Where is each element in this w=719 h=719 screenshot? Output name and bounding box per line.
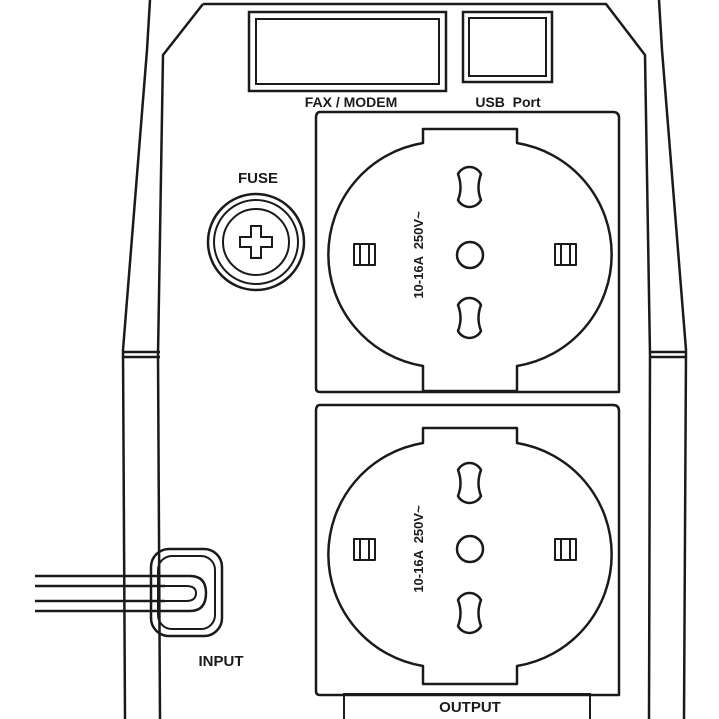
socket-lower-rating: 10-16A 250V~ bbox=[411, 505, 426, 593]
output-label-bar bbox=[343, 693, 591, 719]
usb-port[interactable] bbox=[461, 10, 554, 84]
socket-lower-pin-hole-bottom bbox=[456, 591, 483, 635]
fuse-label: FUSE bbox=[238, 170, 278, 187]
usb-port-label: USB Port bbox=[475, 94, 541, 110]
socket-lower-face bbox=[327, 426, 613, 686]
input-label: INPUT bbox=[199, 653, 244, 670]
output-label: OUTPUT bbox=[439, 699, 501, 716]
casing-outer-left bbox=[121, 0, 152, 719]
cord-strain-relief bbox=[165, 574, 208, 613]
socket-upper-center-hole bbox=[455, 240, 485, 270]
casing bbox=[121, 0, 688, 719]
casing-seam-right bbox=[650, 350, 686, 359]
casing-seam-left bbox=[123, 350, 160, 359]
casing-outer-right bbox=[657, 0, 688, 719]
socket-upper-panel bbox=[314, 110, 621, 394]
socket-upper-pin-hole-bottom bbox=[456, 296, 483, 340]
socket-lower-panel bbox=[314, 403, 621, 697]
socket-upper-earth-clip-right bbox=[554, 243, 577, 266]
socket-lower[interactable]: 10-16A 250V~ bbox=[314, 403, 621, 697]
fax-modem-label: FAX / MODEM bbox=[305, 94, 398, 110]
cord-strain-relief-inner bbox=[165, 585, 197, 602]
socket-lower-center-hole bbox=[455, 534, 485, 564]
socket-lower-earth-clip-right bbox=[554, 538, 577, 561]
socket-lower-pin-hole-top bbox=[456, 461, 483, 505]
socket-upper-earth-clip-left bbox=[353, 243, 376, 266]
fax-modem-port[interactable] bbox=[247, 10, 448, 93]
cord-gland-inner bbox=[157, 555, 216, 630]
power-cord-cable bbox=[35, 574, 165, 613]
fuse-cross-icon bbox=[239, 225, 273, 259]
fuse-holder[interactable] bbox=[206, 192, 306, 292]
socket-upper-face bbox=[327, 127, 613, 393]
socket-upper-rating: 10-16A 250V~ bbox=[411, 211, 426, 299]
input-power-cord[interactable] bbox=[35, 547, 224, 638]
socket-upper[interactable]: 10-16A 250V~ bbox=[314, 110, 621, 394]
casing-inner-bevel bbox=[156, 2, 652, 719]
socket-upper-pin-hole-top bbox=[456, 165, 483, 209]
cord-gland-outer bbox=[149, 547, 224, 638]
socket-lower-earth-clip-left bbox=[353, 538, 376, 561]
